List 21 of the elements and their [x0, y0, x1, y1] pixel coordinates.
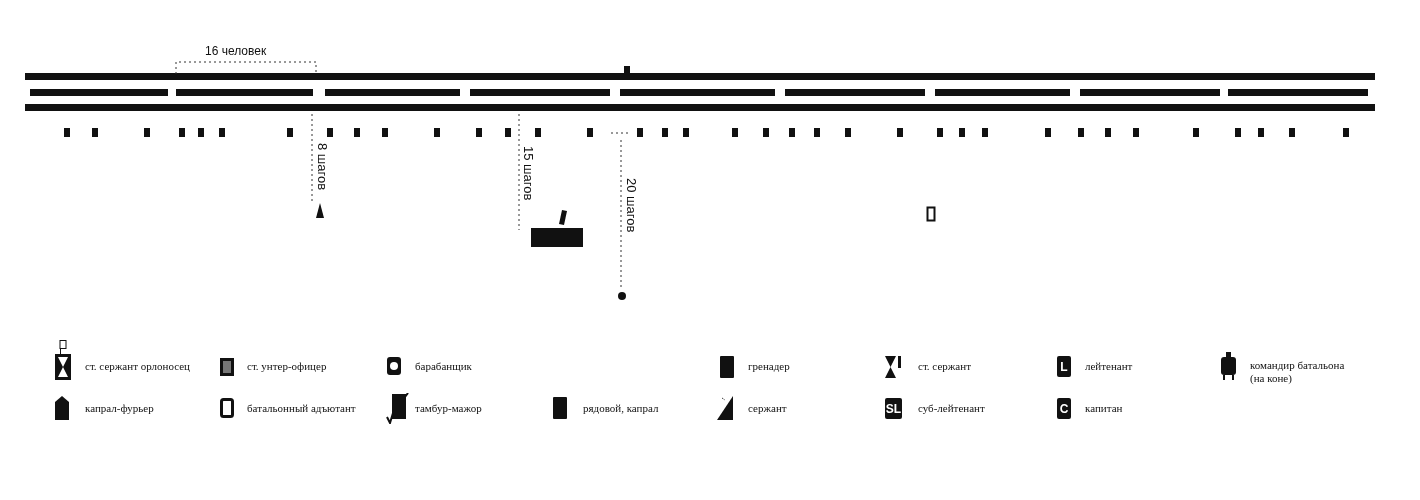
legend-label: ст. сержант	[918, 360, 971, 373]
legend-label: суб-лейтенант	[918, 402, 985, 415]
legend-label: барабанщик	[415, 360, 472, 373]
dimension-label: 15 шагов	[522, 146, 535, 201]
legend-label: рядовой, капрал	[583, 402, 659, 415]
legend-label: ст. сержант орлоносец	[85, 360, 190, 373]
rank-sign: C	[1057, 398, 1071, 419]
legend-label: сержант	[748, 402, 787, 415]
legend-label: ст. унтер-офицер	[247, 360, 327, 373]
legend-label: лейтенант	[1085, 360, 1133, 373]
rank-sign: L	[1057, 356, 1071, 377]
legend-label: капитан	[1085, 402, 1123, 415]
legend-label: командир батальона (на коне)	[1250, 359, 1346, 385]
rank-sign: SL	[885, 398, 902, 419]
dimension-label: 20 шагов	[625, 178, 638, 233]
legend-label: гренадер	[748, 360, 790, 373]
group-size-label: 16 человек	[205, 45, 267, 57]
legend-label: батальонный адъютант	[247, 402, 356, 415]
legend-label: капрал-фурьер	[85, 402, 154, 415]
dimension-label: 8 шагов	[316, 143, 329, 191]
legend-label: тамбур-мажор	[415, 402, 482, 415]
